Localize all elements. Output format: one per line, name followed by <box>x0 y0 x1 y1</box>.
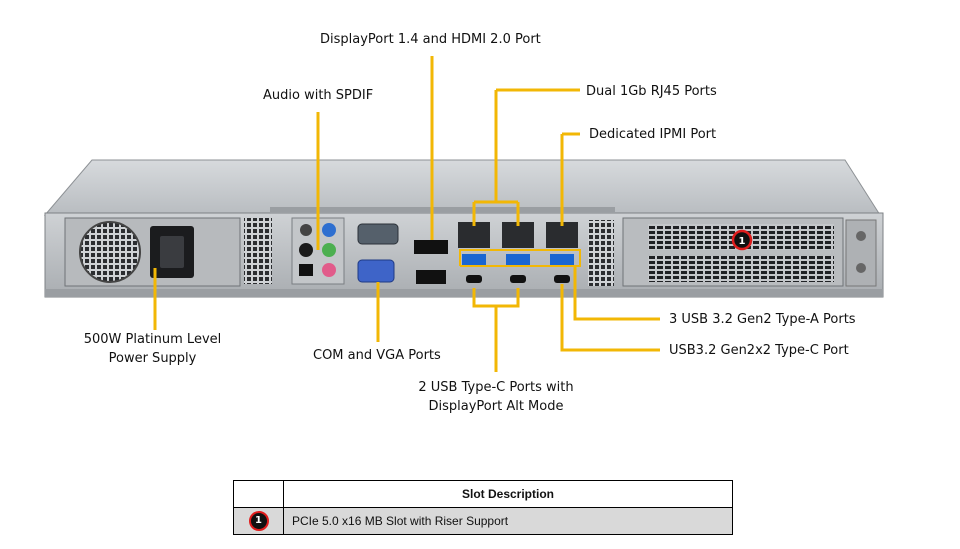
slot-marker-number: 1 <box>739 236 746 247</box>
label-audio: Audio with SPDIF <box>263 88 374 103</box>
table-row: 1 PCIe 5.0 x16 MB Slot with Riser Suppor… <box>233 507 733 535</box>
dp-hdmi-ports <box>414 240 448 284</box>
label-dual-rj45: Dual 1Gb RJ45 Ports <box>586 84 717 99</box>
pcie-slot-bracket <box>622 217 877 287</box>
label-usb-typec-line2: DisplayPort Alt Mode <box>428 399 564 414</box>
label-psu: 500W Platinum Level Power Supply <box>80 330 225 368</box>
callout-lines <box>153 56 660 372</box>
network-usb-cluster <box>458 220 614 286</box>
label-usb-typec-line1: 2 USB Type-C Ports with <box>418 380 574 395</box>
slot-marker-1: 1 <box>731 229 753 251</box>
power-supply-module <box>64 217 272 287</box>
slot-table-header-row: Slot Description <box>233 480 733 508</box>
com-vga-ports <box>357 223 399 283</box>
label-usb-typec: 2 USB Type-C Ports with DisplayPort Alt … <box>410 378 582 416</box>
audio-jacks <box>291 217 345 285</box>
slot-table-header-blank <box>233 480 284 508</box>
label-usb-typea: 3 USB 3.2 Gen2 Type-A Ports <box>669 312 856 327</box>
chassis-top-cover <box>43 159 881 216</box>
slot-number-badge: 1 <box>248 511 269 531</box>
label-usb-gen2x2: USB3.2 Gen2x2 Type-C Port <box>669 343 849 358</box>
label-psu-line2: Power Supply <box>108 351 197 366</box>
label-dp-hdmi: DisplayPort 1.4 and HDMI 2.0 Port <box>320 32 541 47</box>
label-ipmi: Dedicated IPMI Port <box>589 127 717 142</box>
slot-table-header: Slot Description <box>283 480 733 508</box>
psu-fan-icon <box>79 221 141 283</box>
slot-description-table: Slot Description 1 PCIe 5.0 x16 MB Slot … <box>233 480 733 535</box>
slot-number-cell: 1 <box>233 507 284 535</box>
label-psu-line1: 500W Platinum Level <box>83 332 222 347</box>
label-com-vga: COM and VGA Ports <box>313 348 441 363</box>
slot-description-cell: PCIe 5.0 x16 MB Slot with Riser Support <box>283 507 733 535</box>
